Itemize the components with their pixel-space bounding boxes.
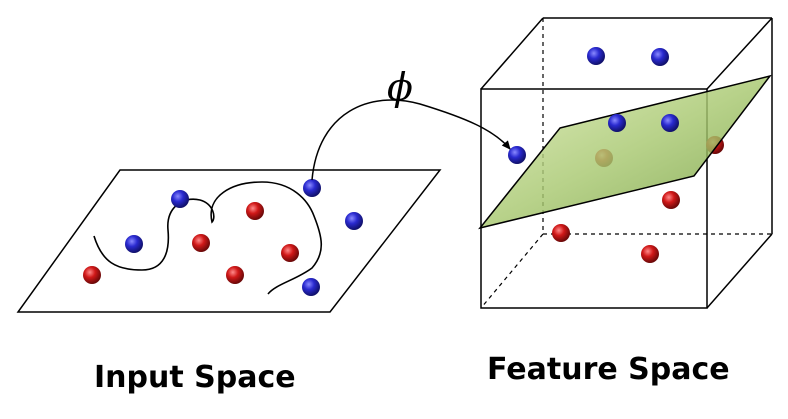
blue-point [171, 190, 189, 208]
red-point [192, 234, 210, 252]
input-space-plane [18, 170, 440, 312]
blue-point [587, 47, 605, 65]
red-point [281, 244, 299, 262]
phi-symbol: ϕ [387, 65, 413, 109]
red-point [641, 245, 659, 263]
blue-point [661, 114, 679, 132]
red-point [552, 224, 570, 242]
blue-point [302, 278, 320, 296]
blue-point [345, 212, 363, 230]
blue-point [303, 179, 321, 197]
input-space-label: Input Space [94, 360, 296, 395]
red-point [662, 191, 680, 209]
feature-space-label: Feature Space [487, 352, 730, 387]
red-point [226, 266, 244, 284]
red-point [83, 266, 101, 284]
blue-point [125, 235, 143, 253]
blue-point [651, 48, 669, 66]
blue-point [608, 114, 626, 132]
blue-point [508, 146, 526, 164]
red-point [246, 202, 264, 220]
